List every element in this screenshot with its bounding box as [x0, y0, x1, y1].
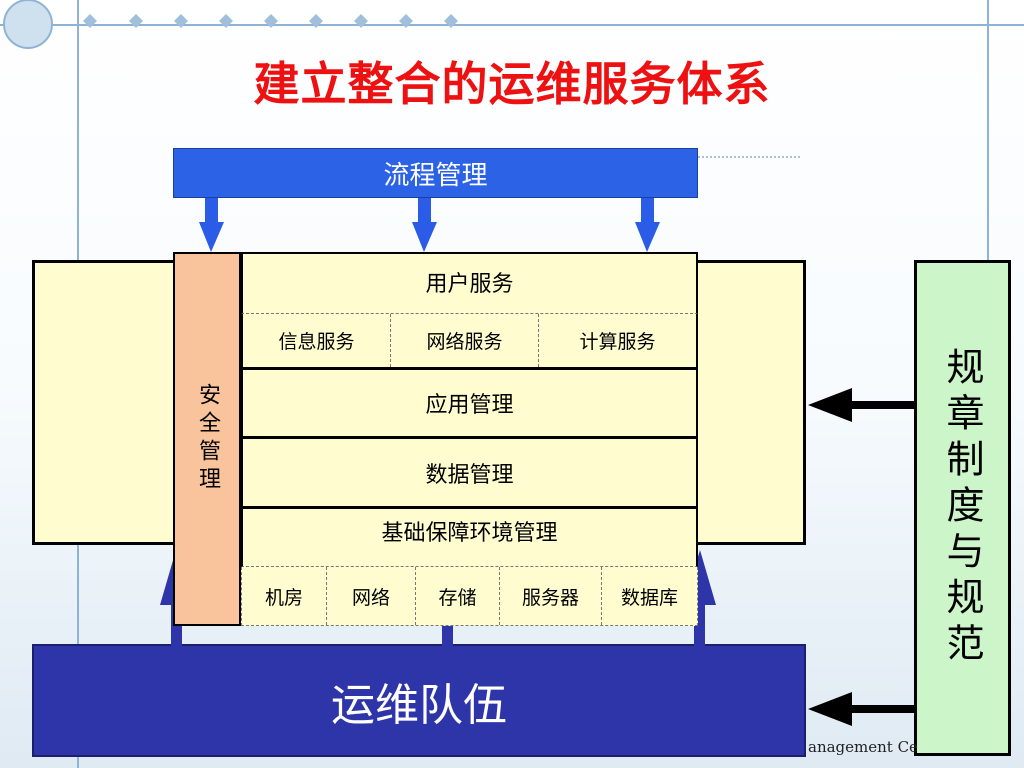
application-management-row: 应用管理	[241, 370, 698, 439]
storage-label: 存储	[438, 586, 477, 609]
network-cell: 网络	[327, 567, 416, 625]
security-management-column: 安全管理	[173, 252, 241, 626]
right-side-panel	[694, 260, 806, 545]
server-label: 服务器	[521, 586, 579, 609]
infrastructure-row: 基础保障环境管理	[241, 509, 698, 567]
page-title: 建立整合的运维服务体系	[253, 57, 771, 111]
info-service-cell: 信息服务	[243, 314, 391, 367]
machine-room-label: 机房	[264, 586, 303, 609]
infrastructure-sub-row: 机房 网络 存储 服务器 数据库	[241, 567, 698, 626]
process-management-label: 流程管理	[383, 160, 488, 191]
user-service-label: 用户服务	[425, 272, 514, 297]
database-cell: 数据库	[602, 567, 697, 625]
data-management-row: 数据管理	[241, 439, 698, 509]
database-label: 数据库	[620, 586, 678, 609]
server-cell: 服务器	[500, 567, 602, 625]
left-side-panel	[32, 260, 177, 545]
operations-team-bar: 运维队伍	[32, 644, 806, 757]
process-management-bar: 流程管理	[173, 148, 698, 198]
user-service-row: 用户服务	[241, 252, 698, 314]
network-label: 网络	[351, 586, 390, 609]
machine-room-cell: 机房	[242, 567, 327, 625]
data-management-label: 数据管理	[425, 462, 514, 488]
network-service-label: 网络服务	[426, 331, 503, 353]
compute-service-label: 计算服务	[579, 331, 656, 353]
rules-and-standards-box: 规章制度与规范	[914, 260, 1011, 756]
security-management-label: 安全管理	[195, 383, 220, 495]
user-service-sub-row: 信息服务 网络服务 计算服务	[241, 314, 698, 370]
network-service-cell: 网络服务	[391, 314, 539, 367]
footer-text-fragment: anagement Ce	[808, 738, 918, 756]
storage-cell: 存储	[416, 567, 500, 625]
info-service-label: 信息服务	[278, 331, 355, 353]
rules-and-standards-label: 规章制度与规范	[940, 347, 984, 669]
compute-service-cell: 计算服务	[539, 314, 696, 367]
application-management-label: 应用管理	[425, 393, 514, 418]
infrastructure-label: 基础保障环境管理	[381, 521, 558, 546]
operations-team-label: 运维队伍	[331, 679, 507, 731]
